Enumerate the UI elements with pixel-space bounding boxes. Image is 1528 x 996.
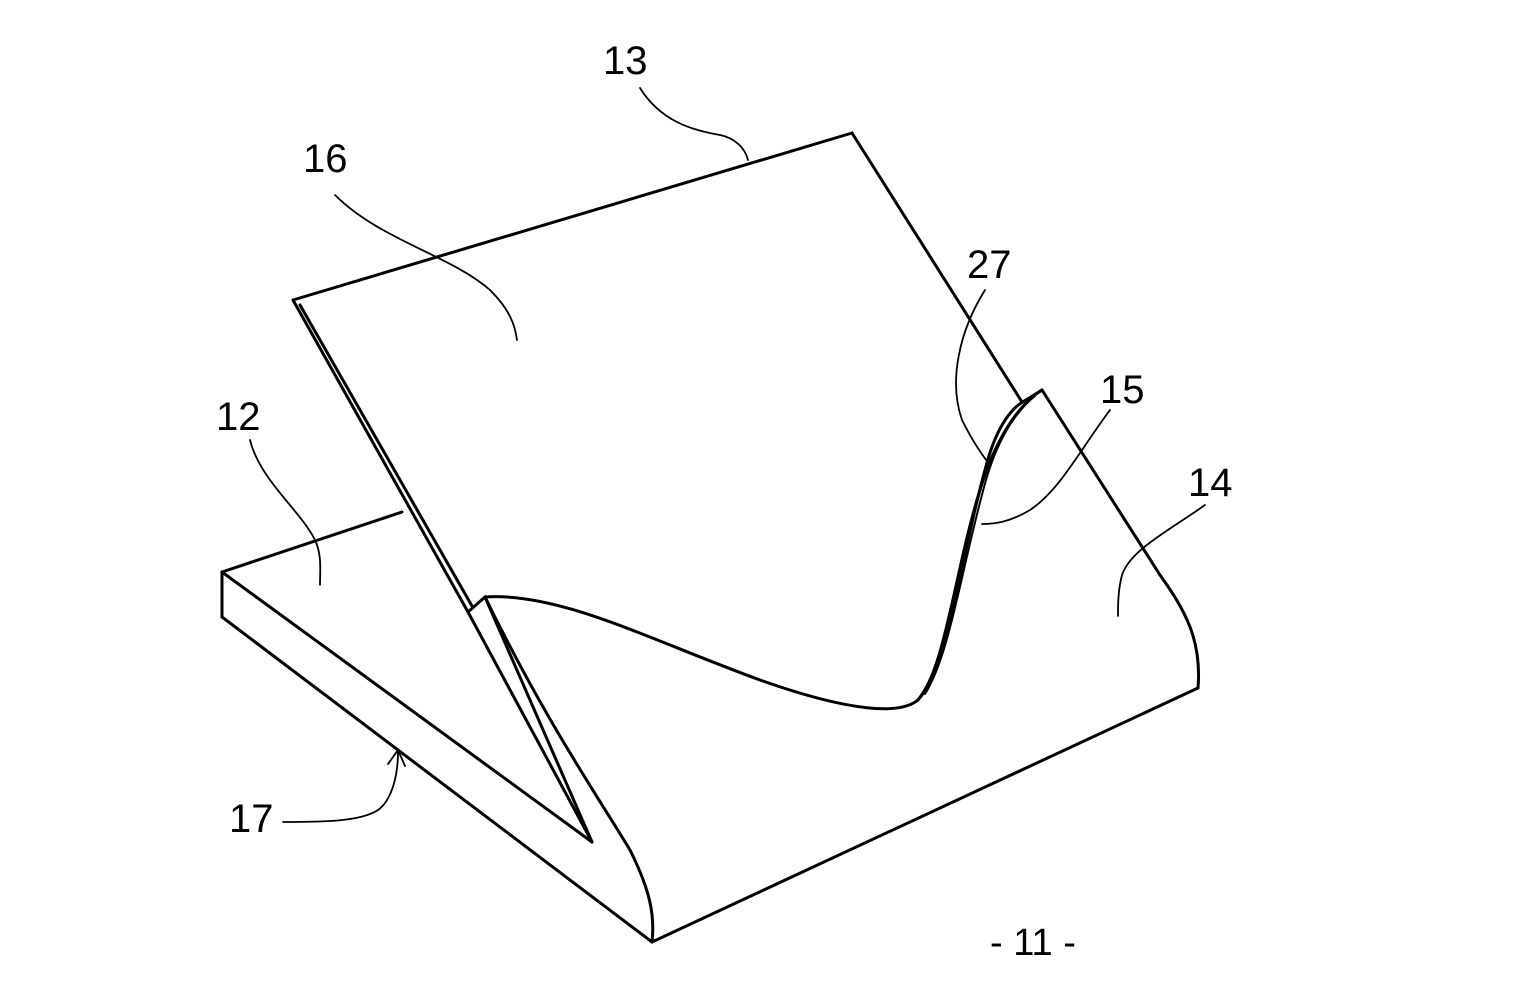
leader-16 (335, 195, 517, 340)
groove-right-edge (485, 597, 592, 842)
page-number: - 11 - (990, 922, 1076, 964)
leader-27 (956, 290, 990, 465)
upper-panel-left-edge (293, 300, 468, 612)
object-outline (222, 133, 1199, 942)
right-panel-curved-end (1160, 575, 1199, 688)
strip-inner-edge (918, 390, 1042, 700)
upper-panel-left-edge-thickness (300, 305, 472, 606)
ref-label-12: 12 (216, 395, 261, 439)
leader-lines (250, 88, 1205, 822)
leader-14 (1118, 505, 1205, 616)
base-top-back-edge (222, 512, 402, 572)
reference-labels: 13 16 12 27 15 14 17 (216, 39, 1233, 841)
leader-12 (250, 440, 320, 585)
ref-label-15: 15 (1100, 368, 1145, 412)
groove-front-curve (485, 597, 653, 942)
ref-label-17: 17 (229, 797, 274, 841)
ref-label-13: 13 (603, 39, 648, 83)
upper-panel-top-edge (293, 133, 852, 300)
ref-label-16: 16 (303, 137, 348, 181)
base-top-front-edge (222, 572, 592, 842)
leader-17 (283, 752, 398, 822)
groove-left-edge (468, 612, 592, 842)
ref-label-27: 27 (967, 243, 1012, 287)
leader-13 (640, 88, 748, 160)
upper-panel-curved-bottom-edge (485, 400, 1026, 709)
right-panel-bottom-edge (652, 688, 1198, 942)
ref-label-14: 14 (1188, 461, 1233, 505)
